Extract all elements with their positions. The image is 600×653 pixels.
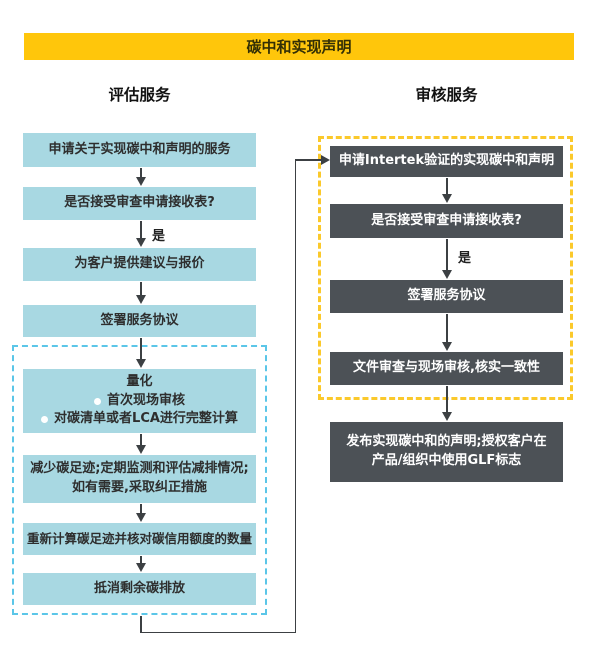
- arrow-down-icon: [135, 434, 147, 454]
- audit-dashed-group: [318, 136, 573, 400]
- quantification-bullet-1: 首次现场审核: [93, 392, 185, 411]
- step-issue-declaration: 发布实现碳中和的声明;授权客户在 产品/组织中使用GLF标志: [330, 422, 563, 482]
- assessment-dashed-group: [12, 345, 267, 615]
- step-sign-agreement-right: 签署服务协议: [330, 280, 563, 313]
- title-bar: 碳中和实现声明: [24, 33, 574, 60]
- quantification-bullet-2: 对碳清单或者LCA进行完整计算: [41, 410, 238, 429]
- arrow-down-icon: [441, 239, 453, 279]
- yes-label-right: 是: [458, 251, 472, 266]
- step-accept-review-form-right: 是否接受审查申请接收表?: [330, 204, 563, 238]
- step-reduce-footprint: 减少碳足迹;定期监测和评估减排情况; 如有需要,采取纠正措施: [23, 455, 256, 503]
- bullet-dot-icon: [93, 397, 101, 405]
- arrow-down-icon: [441, 314, 453, 351]
- step-quantification: 量化 首次现场审核 对碳清单或者LCA进行完整计算: [23, 369, 256, 433]
- issue-declaration-line-2: 产品/组织中使用GLF标志: [371, 453, 522, 468]
- bullet-text: 对碳清单或者LCA进行完整计算: [54, 411, 238, 427]
- reduce-footprint-line-1: 减少碳足迹;定期监测和评估减排情况;: [30, 461, 249, 477]
- arrow-right-icon: [321, 154, 330, 165]
- page-title: 碳中和实现声明: [246, 38, 352, 56]
- step-accept-review-form: 是否接受审查申请接收表?: [23, 187, 256, 220]
- yes-label-left: 是: [152, 229, 166, 244]
- arrow-down-icon: [135, 338, 147, 368]
- step-apply-intertek-verification: 申请Intertek验证的实现碳中和声明: [330, 146, 563, 177]
- step-apply-service: 申请关于实现碳中和声明的服务: [23, 133, 256, 167]
- step-sign-agreement-left: 签署服务协议: [23, 305, 256, 337]
- issue-declaration-line-1: 发布实现碳中和的声明;授权客户在: [346, 434, 547, 450]
- step-recalculate-footprint: 重新计算碳足迹并核对碳信用额度的数量: [23, 523, 256, 555]
- assessment-column-header: 评估服务: [108, 86, 171, 104]
- arrow-down-icon: [441, 178, 453, 203]
- arrow-down-icon: [135, 556, 147, 572]
- step-offset-emissions: 抵消剩余碳排放: [23, 573, 256, 605]
- connector-line: [294, 159, 296, 633]
- arrow-down-icon: [135, 221, 147, 247]
- connector-line: [140, 616, 142, 633]
- connector-line: [140, 631, 296, 633]
- reduce-footprint-line-2: 如有需要,采取纠正措施: [72, 480, 207, 495]
- arrow-down-icon: [135, 282, 147, 304]
- step-provide-advice-quote: 为客户提供建议与报价: [23, 248, 256, 281]
- bullet-dot-icon: [41, 416, 49, 424]
- quantification-title: 量化: [126, 373, 153, 389]
- step-document-onsite-audit: 文件审查与现场审核,核实一致性: [330, 352, 563, 385]
- arrow-down-icon: [135, 504, 147, 522]
- arrow-down-icon: [135, 168, 147, 186]
- arrow-down-icon: [441, 386, 453, 421]
- audit-column-header: 审核服务: [415, 86, 478, 104]
- bullet-text: 首次现场审核: [106, 392, 185, 408]
- connector-line: [294, 159, 322, 161]
